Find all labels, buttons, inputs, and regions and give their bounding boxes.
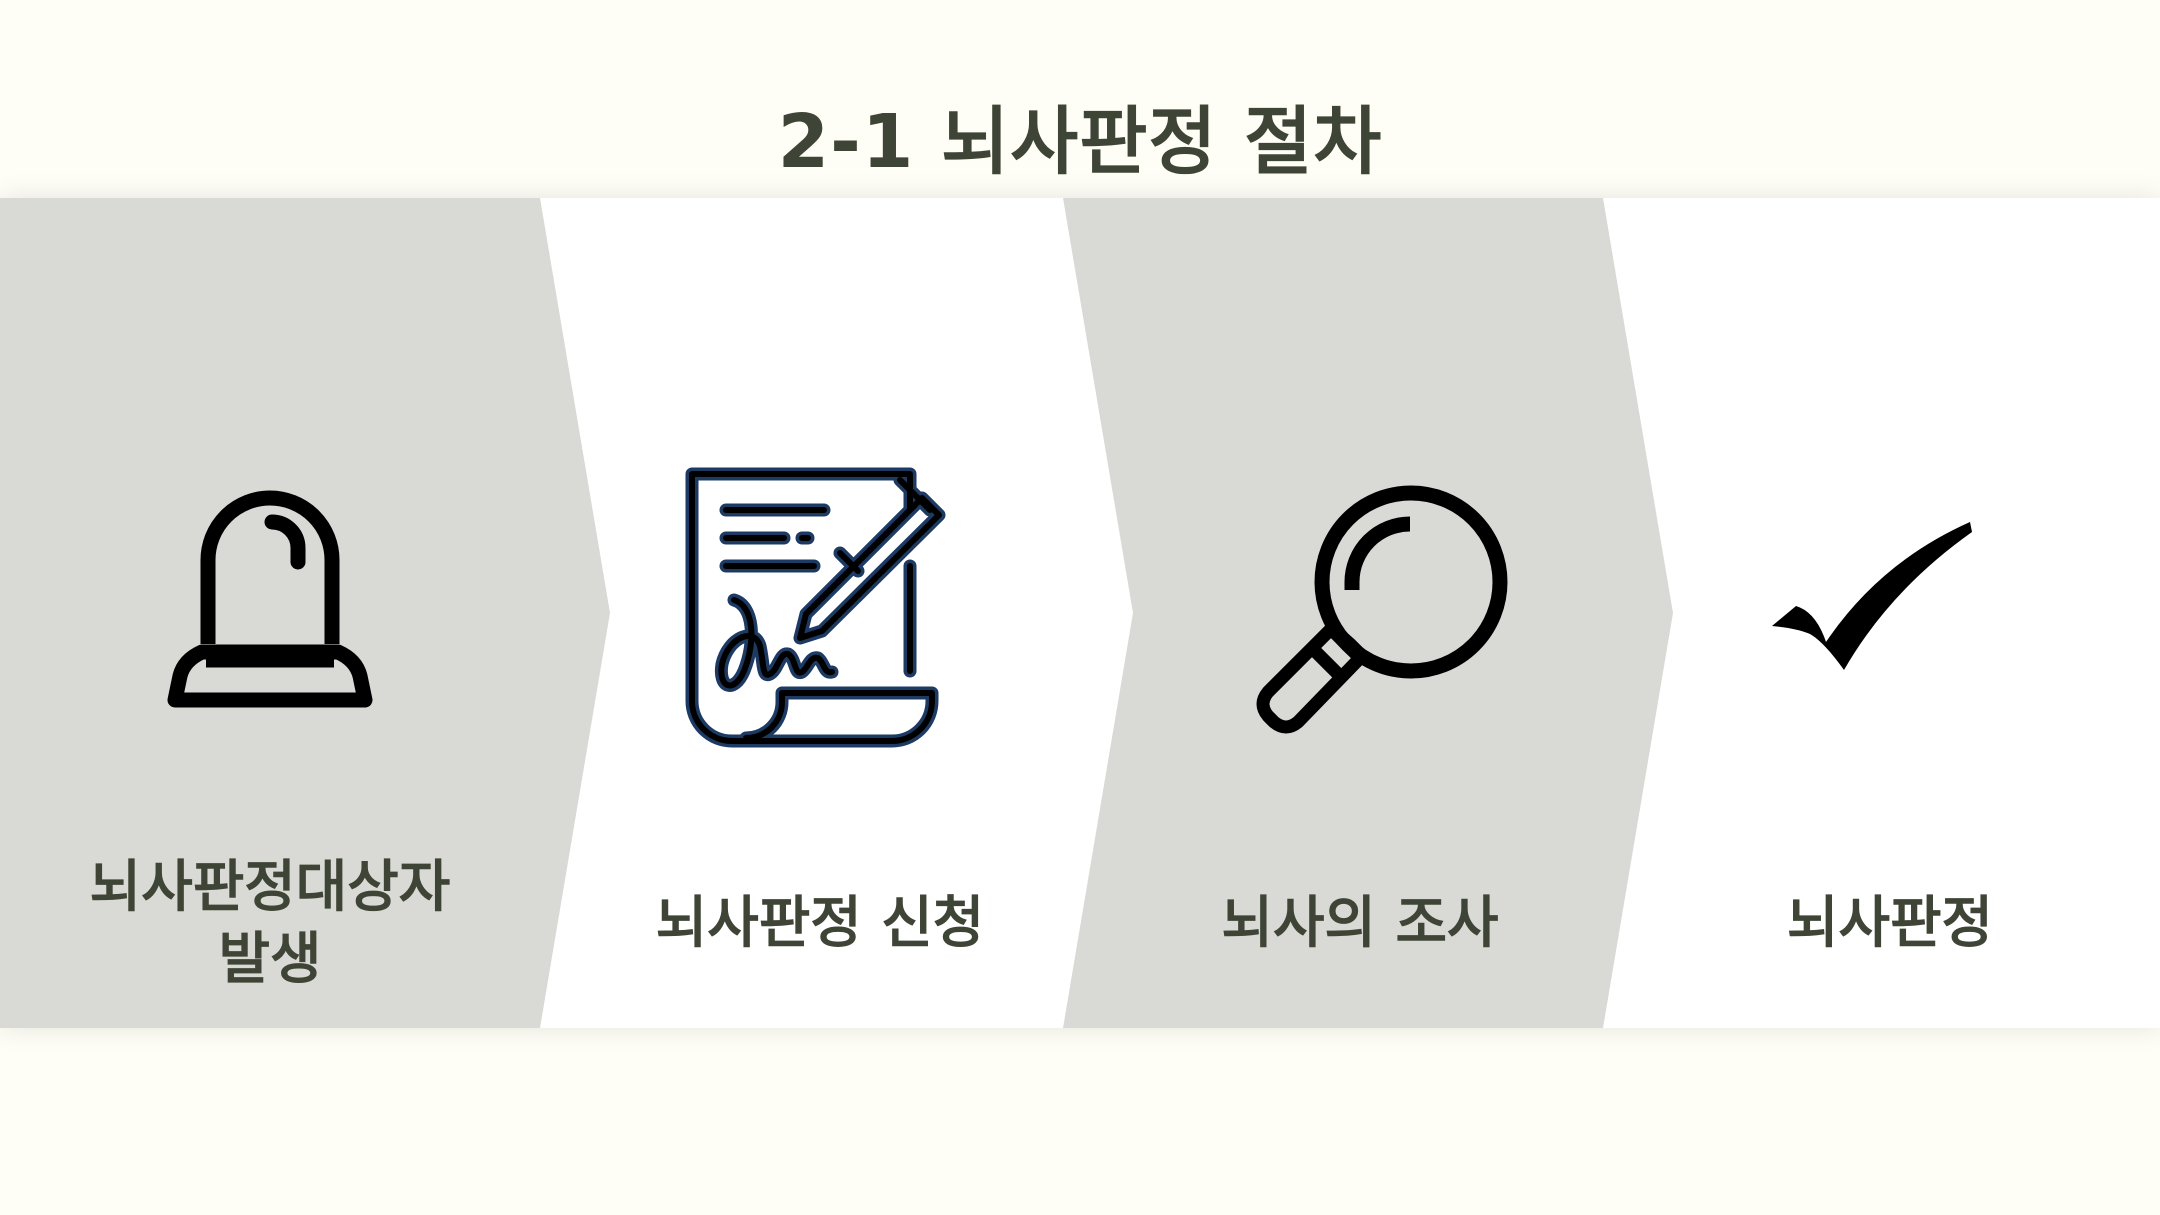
- step-label-3: 뇌사의 조사: [1110, 888, 1610, 960]
- step-label-1: 뇌사판정대상자 발생: [0, 852, 540, 996]
- step-label-2-line1: 뇌사판정 신청: [655, 891, 985, 956]
- step-panel-3: [1063, 198, 1673, 1028]
- step-label-4: 뇌사판정: [1640, 888, 2140, 960]
- step-label-2: 뇌사판정 신청: [570, 888, 1070, 960]
- step-label-4-line1: 뇌사판정: [1786, 891, 1994, 956]
- step-label-3-line1: 뇌사의 조사: [1221, 891, 1499, 956]
- process-band: 뇌사판정대상자 발생 뇌사판정 신청 뇌사의 조사 뇌사판정: [0, 198, 2160, 1028]
- signed-document-icon: [685, 467, 946, 748]
- page-title: 2-1 뇌사판정 절차: [777, 99, 1383, 185]
- siren-icon: [167, 490, 373, 708]
- checkmark-icon: [1772, 522, 1972, 670]
- step-panel-1: [0, 198, 610, 1028]
- step-label-1-line1: 뇌사판정대상자: [89, 855, 451, 920]
- magnifier-icon: [1256, 485, 1508, 734]
- step-label-1-line2: 발생: [218, 927, 322, 992]
